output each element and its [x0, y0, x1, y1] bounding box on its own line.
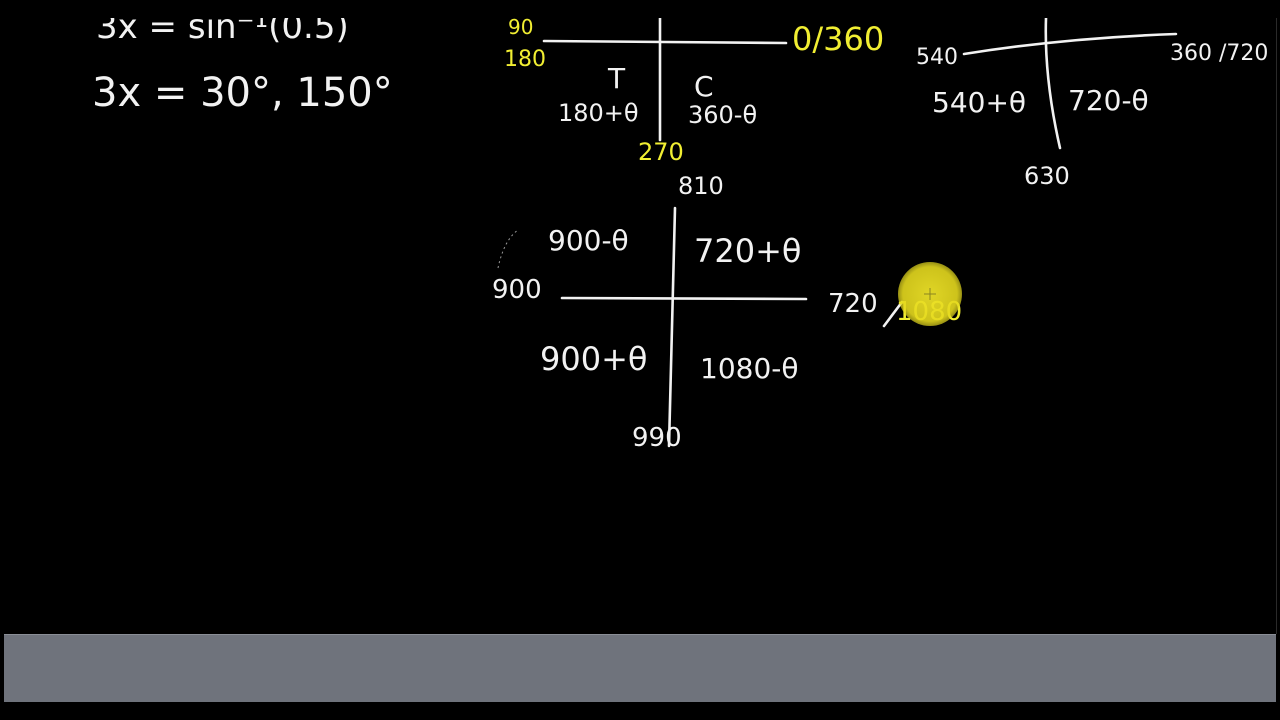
axis-horizontal-3: [560, 296, 808, 301]
axis-vertical-2: [1044, 18, 1062, 150]
q1-expression-3: 720+θ: [694, 232, 801, 270]
angle-720-label: 720: [828, 289, 878, 319]
q2-expression-3: 900-θ: [548, 224, 629, 257]
q3-expression-1: 180+θ: [558, 99, 639, 127]
angle-990-label: 990: [632, 423, 682, 453]
equation-line-2: 3x = 30°, 150°: [92, 70, 393, 116]
bottom-edge: [0, 702, 1280, 720]
q4-expression-3: 1080-θ: [700, 352, 799, 385]
q3-expression-2: 540+θ: [932, 86, 1026, 119]
equation-line-1: 3x = sin⁻¹(0.5): [96, 18, 349, 47]
angle-270-label: 270: [638, 138, 684, 166]
axis-vertical-3: [667, 206, 677, 448]
q4-expression-1: 360-θ: [688, 101, 757, 129]
angle-0-360-label: 0/360: [792, 20, 884, 58]
angle-180-label: 180: [504, 47, 546, 72]
crosshair-icon: [924, 288, 936, 300]
guide-arc: [497, 229, 519, 269]
angle-540-label: 540: [916, 45, 958, 70]
axis-horizontal-2: [962, 32, 1178, 56]
slash-mark: [882, 300, 904, 328]
axis-horizontal-1: [542, 39, 788, 45]
cos-letter: C: [694, 70, 714, 103]
q3-expression-3: 900+θ: [540, 340, 647, 378]
angle-630-label: 630: [1024, 162, 1070, 190]
q4-expression-2: 720-θ: [1068, 84, 1149, 117]
angle-900-label: 900: [492, 275, 542, 305]
angle-360-720-label: 360 /720: [1170, 41, 1268, 66]
angle-90-label: 90: [508, 18, 533, 39]
handwriting-layer: 3x = sin⁻¹(0.5) 3x = 30°, 150° 90 180 0/…: [92, 18, 1268, 453]
top-edge: [0, 0, 1280, 18]
whiteboard-canvas[interactable]: 3x = sin⁻¹(0.5) 3x = 30°, 150° 90 180 0/…: [4, 18, 1277, 634]
angle-810-label: 810: [678, 172, 724, 200]
tan-letter: T: [607, 62, 626, 95]
bottom-toolbar: [4, 634, 1276, 703]
